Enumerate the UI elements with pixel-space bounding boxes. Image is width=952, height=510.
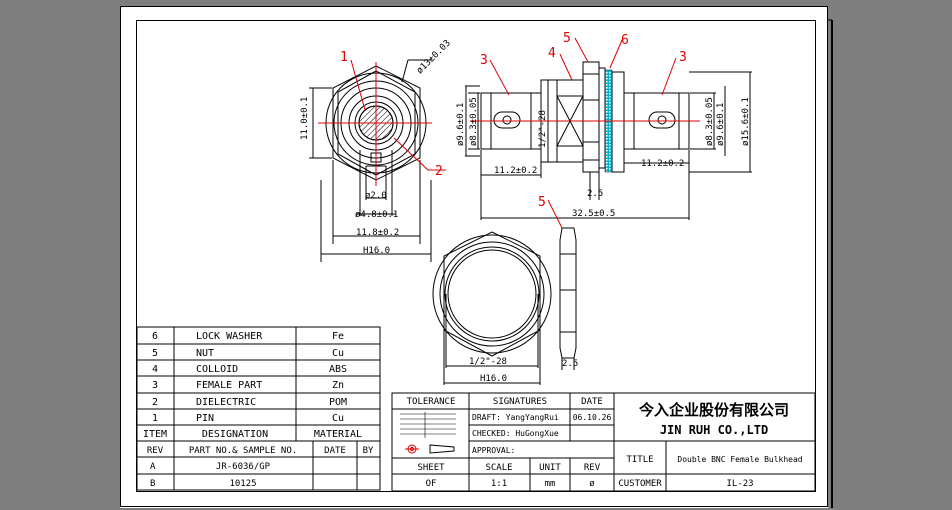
- dim-d118: 11.8±0.2: [356, 228, 399, 238]
- draft-date: 06.10.26: [573, 413, 612, 422]
- unit-label: UNIT: [539, 463, 561, 473]
- rev-header-rev: REV: [147, 446, 164, 456]
- customer-label: CUSTOMER: [618, 479, 662, 489]
- bom-rows: 6 LOCK WASHER Fe 5 NUT Cu 4 COLLOID ABS 3 FEMALE P…: [152, 331, 347, 424]
- sheet-value: OF: [426, 479, 437, 489]
- rev-row2-rev: B: [150, 479, 155, 489]
- bom-row-name: NUT: [196, 348, 214, 359]
- callout-6: 6: [621, 33, 629, 48]
- callout-3a: 3: [480, 53, 488, 68]
- company-name-cn: 今入企业股份有限公司: [638, 401, 789, 419]
- bom-table: [136, 326, 381, 442]
- dim-d20: ø2.0: [365, 191, 387, 201]
- rev-header-part: PART NO.& SAMPLE NO.: [189, 446, 297, 456]
- title-label: TITLE: [626, 455, 653, 465]
- rev-row1-rev: A: [150, 462, 156, 472]
- bom-row-item: 4: [152, 364, 158, 375]
- title-value: Double BNC Female Bulkhead: [677, 455, 802, 464]
- title-block: [391, 392, 816, 492]
- dim-d25b: 2.5: [562, 359, 578, 369]
- signatures-label: SIGNATURES: [493, 397, 547, 407]
- customer-value: IL-23: [726, 479, 753, 489]
- bom-row-name: LOCK WASHER: [196, 331, 263, 342]
- scale-label: SCALE: [485, 463, 512, 473]
- bom-row-mat: POM: [329, 397, 347, 408]
- approval-label: APPROVAL:: [472, 446, 515, 455]
- dim-d48: ø4.8±0.1: [355, 210, 398, 220]
- side-view-callout-lines: [470, 37, 700, 122]
- dim-d325: 32.5±0.5: [572, 209, 615, 219]
- callout-4: 4: [548, 46, 556, 61]
- bom-row-mat: Cu: [332, 413, 344, 424]
- tolerance-label: TOLERANCE: [407, 397, 456, 407]
- dim-h16a: H16.0: [363, 246, 390, 256]
- thread-a: 1/2"-28: [538, 110, 548, 148]
- dim-d11: 11.0±0.1: [300, 97, 310, 140]
- bom-row-mat: Zn: [332, 380, 344, 391]
- dim-d83b: ø8.3±0.05: [705, 97, 715, 146]
- callout-5a: 5: [563, 31, 571, 46]
- bom-header-material: MATERIAL: [314, 429, 362, 440]
- bom-row-name: PIN: [196, 413, 214, 424]
- dim-d96b: ø9.6±0.1: [716, 103, 726, 146]
- bom-row-mat: Cu: [332, 348, 344, 359]
- bom-row-item: 3: [152, 380, 158, 391]
- bom-row-mat: Fe: [332, 331, 344, 342]
- signatures-date-label: DATE: [581, 397, 603, 407]
- thread-b: 1/2"-28: [469, 357, 507, 367]
- callout-2: 2: [435, 164, 443, 179]
- end-view-centerlines: [318, 59, 446, 186]
- paper: [120, 6, 828, 508]
- dim-h16b: H16.0: [480, 374, 507, 384]
- rev-value: ø: [589, 479, 595, 489]
- callout-3b: 3: [679, 50, 687, 65]
- checked-signature: CHECKED: HuGongXue: [472, 429, 559, 438]
- rev-header-date: DATE: [324, 446, 346, 456]
- nut-view: [432, 227, 577, 385]
- dim-d96a: ø9.6±0.1: [456, 103, 466, 146]
- bom-row-item: 6: [152, 331, 158, 342]
- bom-row-name: DIELECTRIC: [196, 397, 256, 408]
- projection-symbol: [405, 444, 455, 454]
- dim-d112a: 11.2±0.2: [494, 166, 537, 176]
- unit-value: mm: [545, 479, 556, 489]
- outer-border: [120, 6, 828, 507]
- callout-5b: 5: [538, 195, 546, 210]
- dim-d112b: 11.2±0.2: [641, 159, 684, 169]
- rev-label: REV: [584, 463, 601, 473]
- bom-row-name: COLLOID: [196, 364, 238, 375]
- dim-d83a: ø8.3±0.05: [469, 97, 479, 146]
- callout-1: 1: [340, 50, 348, 65]
- dim-d25a: 2.5: [587, 189, 603, 199]
- revision-table: [136, 440, 381, 491]
- rev-header-by: BY: [363, 446, 374, 456]
- bom-row-item: 2: [152, 397, 158, 408]
- bom-row-item: 1: [152, 413, 158, 424]
- company-name-en: JIN RUH CO.,LTD: [660, 423, 768, 437]
- tolerance-table-graphic: [400, 412, 456, 438]
- nut-callout-line: [547, 199, 563, 229]
- bom-row-mat: ABS: [329, 364, 347, 375]
- sheet-label: SHEET: [417, 463, 445, 473]
- rev-row2-part: 10125: [229, 479, 256, 489]
- dim-d156: ø15.6±0.1: [741, 97, 751, 146]
- draft-signature: DRAFT: YangYangRui: [472, 413, 559, 422]
- bom-header-designation: DESIGNATION: [202, 429, 268, 440]
- bom-header-item: ITEM: [143, 429, 167, 440]
- scale-value: 1:1: [491, 479, 507, 489]
- bom-row-item: 5: [152, 348, 158, 359]
- bom-row-name: FEMALE PART: [196, 380, 262, 391]
- rev-row1-part: JR-6036/GP: [216, 462, 271, 472]
